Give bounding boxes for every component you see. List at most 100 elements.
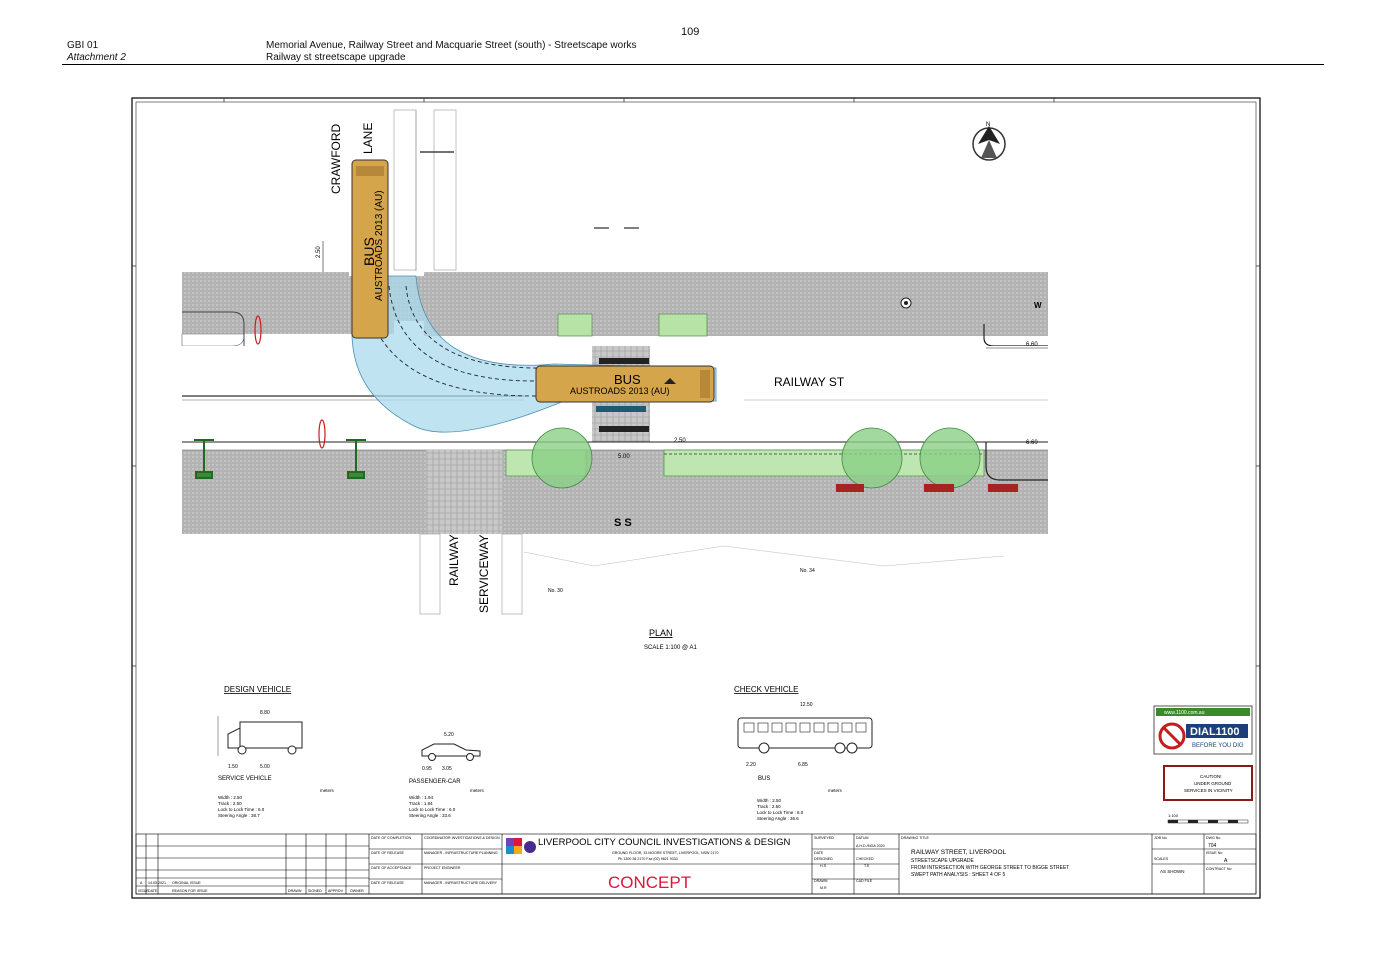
document-title: Memorial Avenue, Railway Street and Macq… [266, 40, 637, 51]
caution-line: UNDER GROUND [1194, 781, 1232, 786]
caution-line: SERVICES IN VICINITY [1184, 788, 1233, 793]
bus-vertical-sublabel: AUSTROADS 2013 (AU) [374, 190, 385, 301]
lot-no-34: No. 34 [800, 568, 815, 574]
signal-pole-icon [346, 439, 366, 479]
car-spec-row: Lock to Lock Time : 6.0 [409, 807, 456, 812]
col-issue: ISSUE [138, 889, 149, 893]
street-label-lane: LANE [361, 123, 375, 154]
service-spec-row: Track : 2.50 [218, 801, 242, 806]
lbl-surveyed: SURVEYED [814, 836, 834, 840]
bus-horizontal-icon [535, 365, 715, 403]
service-dim-b: 5.00 [260, 764, 270, 770]
tree-icon [841, 427, 903, 489]
service-spec-row: Steering Angle : 38.7 [218, 813, 260, 818]
role-delivery: MANAGER - INFRASTRUCTURE DELIVERY [424, 881, 498, 885]
lbl-dwg-no: DWG No [1206, 836, 1220, 840]
car-dim-b: 3.05 [442, 766, 452, 772]
lbl-drawing-title: DRAWING TITLE [901, 836, 930, 840]
bus-length: 12.50 [800, 702, 813, 708]
lbl-cad-file: CAD FILE [856, 879, 873, 883]
lbl-scales: SCALES [1154, 857, 1169, 861]
val-drawn: M.R [820, 886, 827, 890]
car-units: meters [470, 788, 485, 793]
scale-bar [1167, 819, 1249, 824]
role-engineer: PROJECT ENGINEER [424, 866, 461, 870]
col-drawn: DRAWN [288, 889, 302, 893]
col-signed: SIGNED [308, 889, 322, 893]
header-rule [62, 64, 1324, 65]
scales-val: AS SHOWN [1160, 869, 1185, 874]
col-reason: REASON FOR ISSUE [172, 889, 208, 893]
caution-box [1163, 765, 1253, 801]
dial-title: DIAL1100 [1190, 726, 1240, 738]
lbl-drawn: DRAWN [814, 879, 828, 883]
lbl-contract: CONTRACT No [1206, 867, 1232, 871]
issue-no-val: A [1224, 858, 1228, 864]
plan-title: PLAN [649, 628, 673, 638]
val-datum: A.H.D./MGA 2020 [856, 844, 885, 848]
attachment-label: Attachment 2 [67, 52, 126, 63]
bus-units: meters [828, 788, 843, 793]
bus-spec-row: Track : 2.50 [757, 804, 781, 809]
dim-6-60-a: 6.60 [1026, 342, 1038, 348]
council-logo-icon [506, 838, 536, 854]
lbl-issue-no: ISSUE No [1206, 851, 1222, 855]
role-planning: MANAGER - INFRASTRUCTURE PLANNING [424, 851, 498, 855]
lot-no-30: No. 30 [548, 588, 563, 594]
street-label-railway-st: RAILWAY ST [774, 375, 845, 389]
service-units: meters [320, 788, 335, 793]
car-length: 5.20 [444, 732, 454, 738]
bus-spec-row: Steering Angle : 36.6 [757, 816, 799, 821]
dial-sub: BEFORE YOU DIG [1192, 743, 1244, 749]
service-vehicle-name: SERVICE VEHICLE [218, 776, 272, 782]
tree-icon [919, 427, 981, 489]
car-spec-row: Steering Angle : 33.6 [409, 813, 451, 818]
bus-vertical-icon [351, 159, 389, 339]
service-spec-row: Width : 2.50 [218, 795, 243, 800]
dial-url: www.1100.com.au [1164, 710, 1205, 716]
service-dim-a: 1.50 [228, 764, 238, 770]
car-spec-row: Width : 1.94 [409, 795, 434, 800]
drawing-title-3: FROM INTERSECTION WITH GEORGE STREET TO … [911, 865, 1069, 871]
council-phone: Ph 1300 36 2170 Fax (02) 9821 9333 [618, 857, 678, 861]
bus-vertical-label: BUS [361, 237, 377, 266]
north-label: N [986, 122, 990, 128]
lbl-designed: DESIGNED [814, 857, 833, 861]
passenger-car-icon [421, 743, 481, 761]
council-name: LIVERPOOL CITY COUNCIL INVESTIGATIONS & … [538, 837, 790, 848]
w-marker: W [1034, 301, 1042, 310]
drawing-title-1: RAILWAY STREET, LIVERPOOL [911, 849, 1007, 856]
issue-reason: ORIGINAL ISSUE [172, 881, 201, 885]
street-label-serviceway: SERVICEWAY [477, 535, 491, 613]
service-length: 8.80 [260, 710, 270, 716]
street-label-railway: RAILWAY [447, 534, 461, 586]
date-completion: DATE OF COMPLETION [371, 836, 411, 840]
bus-spec-row: Lock to Lock Time : 6.0 [757, 810, 804, 815]
scale-bar-label: 1:100 [1168, 813, 1179, 818]
dwg-no: 704 [1208, 843, 1217, 849]
north-arrow-icon [972, 126, 1006, 161]
col-approv: APPROV [328, 889, 344, 893]
drawing-title-4: SWEPT PATH ANALYSIS : SHEET 4 OF 5 [911, 872, 1006, 878]
service-vehicle-icon [217, 716, 303, 756]
concept-stamp: CONCEPT [608, 873, 691, 892]
drawing-sheet: N W BUS AUSTROADS 2013 (AU) BUS AUSTROAD… [131, 97, 1261, 899]
document-ref: GBI 01 [67, 40, 99, 51]
lbl-date: DATE [814, 851, 824, 855]
sheet-border [131, 97, 1261, 899]
role-coordinator: COORDINATOR INVESTIGATIONS & DESIGN [424, 836, 500, 840]
car-dim-a: 0.95 [422, 766, 432, 772]
val-checked: T.S [864, 864, 870, 868]
col-owner: OWNER [350, 889, 364, 893]
bus-dim-a: 2.20 [746, 762, 756, 768]
check-vehicle-title: CHECK VEHICLE [734, 685, 798, 694]
document-subtitle: Railway st streetscape upgrade [266, 52, 406, 63]
street-label-crawford: CRAWFORD [329, 123, 343, 194]
date-acceptance: DATE OF ACCEPTANCE [371, 866, 412, 870]
lbl-datum: DATUM [856, 836, 869, 840]
passenger-car-name: PASSENGER-CAR [409, 779, 461, 785]
page-number: 109 [681, 26, 700, 38]
col-date: DATE [148, 889, 158, 893]
bus-horizontal-label: BUS [614, 372, 641, 387]
design-vehicle-title: DESIGN VEHICLE [224, 685, 291, 694]
